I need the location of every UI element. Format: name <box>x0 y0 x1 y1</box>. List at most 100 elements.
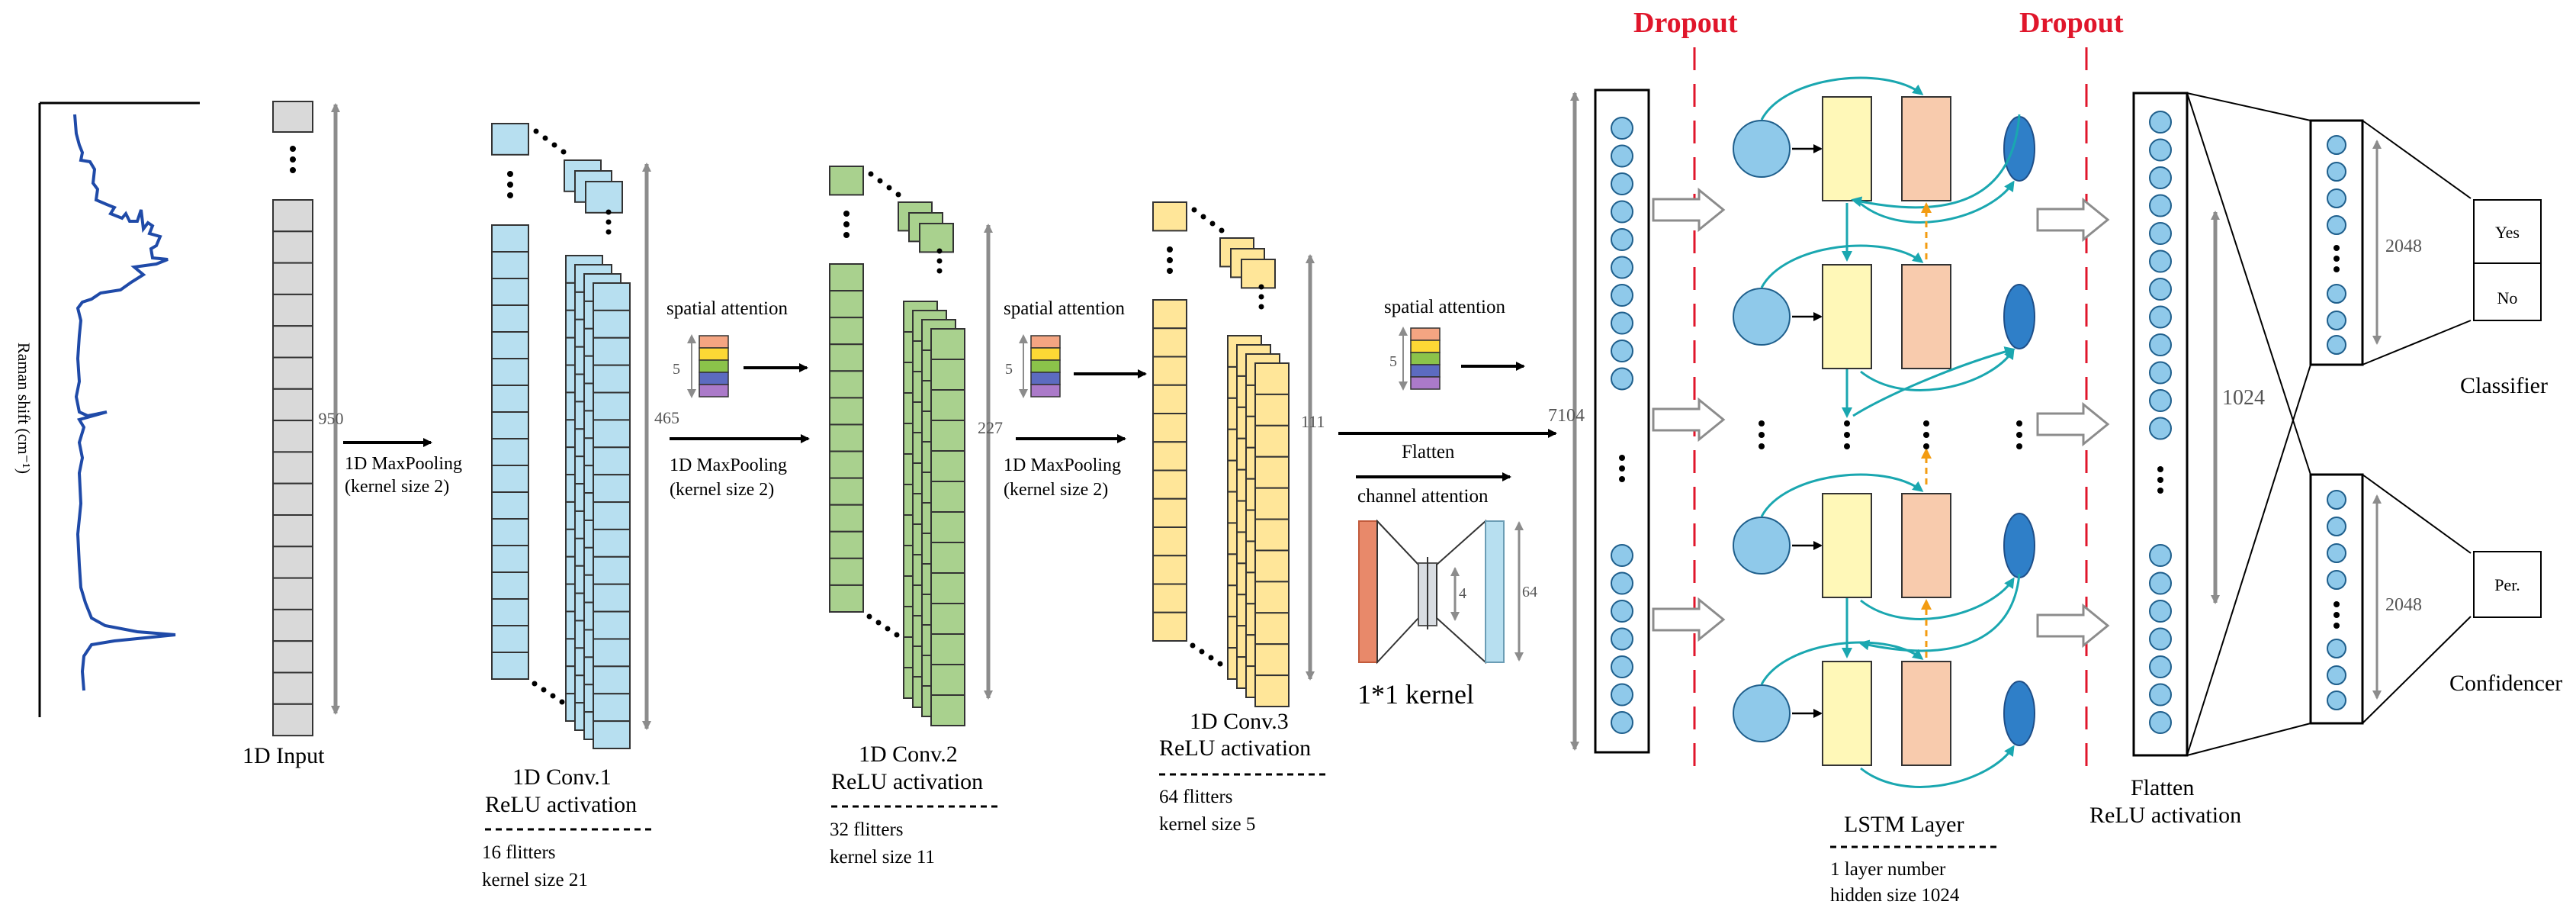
neuron <box>2149 305 2172 329</box>
conv3-block <box>1152 201 1290 707</box>
input-cell <box>272 388 313 422</box>
neuron <box>2327 543 2346 563</box>
neuron <box>2149 627 2172 651</box>
pool1-line1: 1D MaxPooling <box>345 454 462 474</box>
att2-dim: 5 <box>1005 361 1013 378</box>
input-cell <box>272 451 313 484</box>
lstm-output-node <box>2003 116 2035 182</box>
conv1-title2: ReLU activation <box>485 792 637 817</box>
input-cell <box>272 262 313 295</box>
neuron <box>1611 200 1633 224</box>
channel-attention-label: channel attention <box>1357 486 1489 507</box>
channel-attention-block: 4 64 1*1 kernel <box>1357 519 1537 710</box>
lstm-note2: hidden size 1024 <box>1830 885 1960 906</box>
feature-cell <box>491 518 529 546</box>
feature-cell <box>491 465 529 493</box>
input-cell <box>272 640 313 674</box>
input-cell <box>272 671 313 705</box>
neuron <box>2149 683 2172 707</box>
neuron <box>1611 655 1633 678</box>
pool1-line2: (kernel size 2) <box>345 477 449 497</box>
feature-cell <box>829 477 864 506</box>
neuron <box>1611 117 1633 140</box>
lstm-input-node <box>1733 517 1791 575</box>
neuron <box>2327 517 2346 536</box>
conv2-block <box>829 166 965 726</box>
lstm-gate <box>1822 661 1872 766</box>
neuron <box>1611 228 1633 251</box>
feature-cell <box>1152 497 1187 528</box>
feature-cell <box>491 411 529 439</box>
neuron <box>2149 194 2172 217</box>
feature-cell <box>1152 441 1187 472</box>
feature-cell <box>491 545 529 573</box>
feature-cell <box>1152 327 1187 358</box>
neuron <box>1611 256 1633 279</box>
lstm-cell <box>1901 96 1951 201</box>
conv1-block <box>491 123 631 750</box>
neuron <box>2327 311 2346 330</box>
neuron <box>2327 665 2346 685</box>
neuron <box>2149 138 2172 162</box>
feature-cell <box>1152 469 1187 500</box>
lstm-cell <box>1901 661 1951 766</box>
spectrum-ylabel: Raman shift (cm⁻¹) <box>14 343 34 474</box>
neuron <box>2149 222 2172 245</box>
feature-cell <box>491 304 529 333</box>
conv2-note1: 32 flitters <box>830 819 904 840</box>
neuron <box>2149 417 2172 440</box>
input-cell <box>272 199 313 233</box>
input-cell <box>272 293 313 327</box>
dense2-caption2: ReLU activation <box>2089 803 2241 828</box>
channel-out-dim: 64 <box>1522 584 1537 600</box>
confidencer-out-per: Per. <box>2494 575 2520 594</box>
input-cell <box>272 230 313 264</box>
pool-arrow-2: 1D MaxPooling (kernel size 2) <box>670 434 810 500</box>
neuron <box>2149 600 2172 623</box>
feature-cell <box>491 331 529 359</box>
neuron <box>2149 571 2172 595</box>
att3-dim: 5 <box>1389 353 1397 370</box>
neuron <box>2149 544 2172 567</box>
neuron <box>2327 690 2346 710</box>
lstm-note1: 1 layer number <box>1830 859 1946 880</box>
classifier-out-yes: Yes <box>2495 223 2520 242</box>
pool2-line1: 1D MaxPooling <box>670 456 787 475</box>
feature-cell <box>1152 583 1187 613</box>
dense1-dim: 7104 <box>1548 406 1585 426</box>
input-cell <box>272 514 313 548</box>
neuron <box>1611 311 1633 335</box>
head-connections <box>2186 92 2472 756</box>
neuron <box>1611 571 1633 595</box>
neuron <box>1611 340 1633 362</box>
feature-cell <box>1152 384 1187 414</box>
feature-cell <box>491 438 529 466</box>
confidencer-head: 2048 Per. Confidencer <box>2309 473 2562 725</box>
lstm-gate <box>1822 264 1872 369</box>
feature-cell <box>829 343 864 372</box>
neuron <box>2149 278 2172 301</box>
lstm-output-node <box>2003 681 2035 746</box>
pool-arrow-3: 1D MaxPooling (kernel size 2) <box>1004 434 1126 500</box>
feature-cell <box>829 317 864 346</box>
conv3-note2: kernel size 5 <box>1159 814 1255 835</box>
input-dim: 950 <box>319 409 344 428</box>
input-cell <box>272 608 313 642</box>
lstm-gate <box>1822 493 1872 598</box>
feature-cell <box>829 504 864 533</box>
neuron <box>2327 162 2346 182</box>
neuron <box>2149 333 2172 356</box>
neuron <box>2327 188 2346 208</box>
conv1-title1: 1D Conv.1 <box>512 765 612 790</box>
neuron <box>2149 111 2172 134</box>
feature-cell <box>829 397 864 426</box>
conv3-note1: 64 flitters <box>1159 787 1233 807</box>
feature-cell <box>829 423 864 452</box>
neuron <box>2327 570 2346 590</box>
feature-cell <box>491 385 529 413</box>
feature-cell <box>1152 413 1187 443</box>
kernel-label: 1*1 kernel <box>1357 679 1474 710</box>
hollow-arrows <box>1652 187 2110 649</box>
lstm-output-node <box>2003 513 2035 578</box>
